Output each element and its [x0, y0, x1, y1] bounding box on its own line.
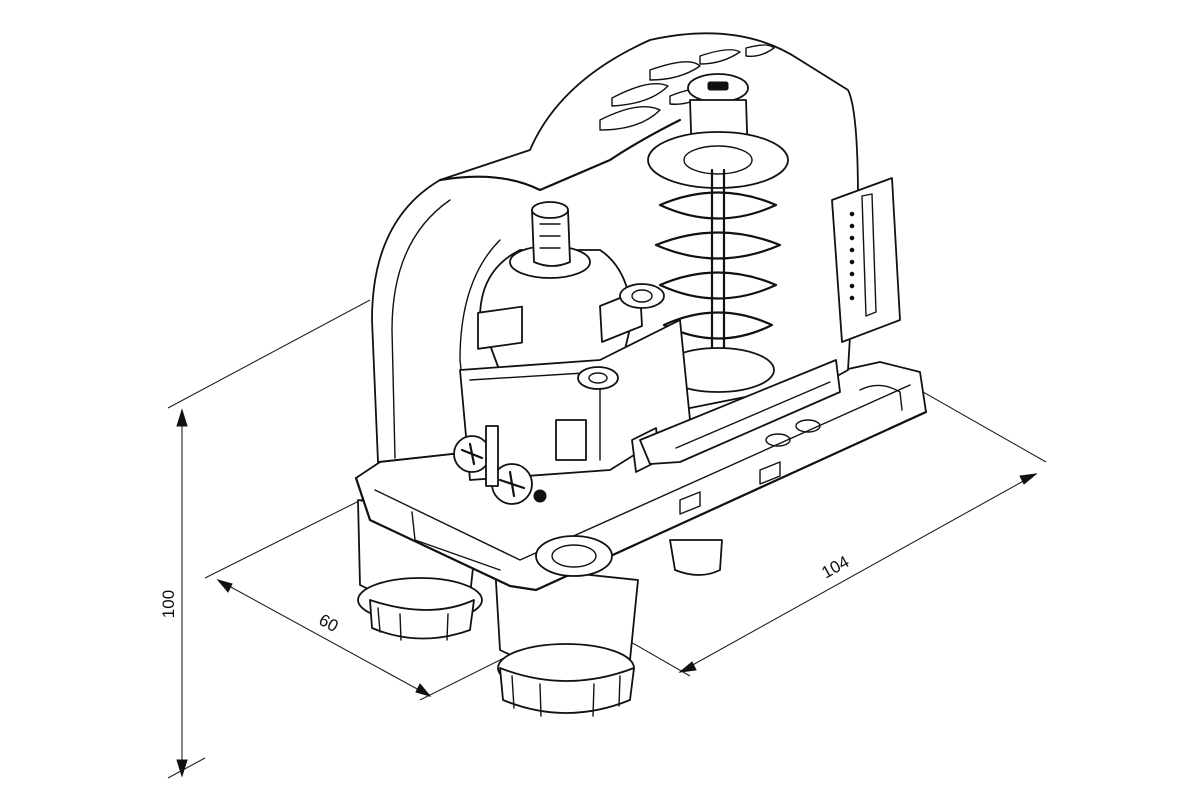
depth-dimension-line: [217, 579, 431, 697]
width-label: 104: [818, 552, 852, 582]
rear-fitting: [669, 539, 723, 576]
height-extension-bottom: [167, 757, 206, 779]
height-arrow-top: [176, 408, 188, 427]
pressure-scale: [831, 177, 901, 343]
cover-latch: [639, 359, 841, 465]
width-arrow-right: [1019, 473, 1038, 485]
depth-arrow-left: [216, 579, 233, 593]
wire-terminals: [453, 425, 547, 505]
height-extension-top: [167, 299, 371, 409]
depth-label: 60: [316, 610, 342, 636]
width-dimension-line: [679, 473, 1037, 673]
height-arrow-bottom: [176, 759, 188, 778]
terminal-screw-top: [619, 283, 665, 309]
width-arrow-left: [678, 661, 697, 673]
depth-extension-left: [204, 497, 366, 579]
height-dimension: 100: [159, 299, 371, 779]
pressure-port: [535, 535, 613, 577]
terminal-screw-mid: [577, 366, 619, 390]
top-vent-slots: [599, 44, 775, 131]
terminal-block: [459, 283, 691, 481]
center-cable-gland: [494, 564, 639, 717]
spring-assembly: [647, 73, 789, 393]
depth-arrow-right: [415, 683, 432, 697]
height-label: 100: [159, 590, 178, 618]
base-plate: [354, 361, 928, 592]
